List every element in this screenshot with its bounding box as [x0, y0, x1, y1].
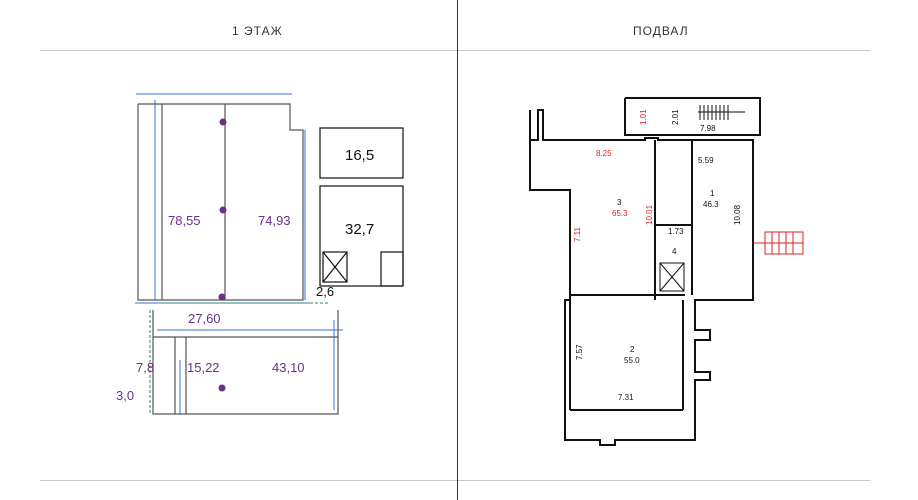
floor1-label-f: 27,60 — [188, 311, 221, 326]
basement-room4: 4 — [672, 247, 677, 256]
basement-room3: 3 — [617, 198, 622, 207]
basement-dim-1001: 10.01 — [645, 204, 654, 225]
basement-dim-559: 5.59 — [698, 156, 714, 165]
floor1-label-j: 3,0 — [116, 388, 134, 403]
top-rule — [40, 50, 870, 51]
floor1-label-a: 78,55 — [168, 213, 201, 228]
floor1-marker-3 — [218, 293, 226, 301]
floor1-label-i: 43,10 — [272, 360, 305, 375]
floor1-label-g: 7,8 — [136, 360, 154, 375]
floor1-label-h: 15,22 — [187, 360, 220, 375]
floor1-heading: 1 ЭТАЖ — [232, 24, 283, 38]
basement-room2: 2 — [630, 345, 635, 354]
floor1-label-b: 74,93 — [258, 213, 291, 228]
floor1-label-e: 2,6 — [316, 284, 334, 299]
basement-dim-1008: 10.08 — [733, 204, 742, 225]
center-divider — [457, 0, 458, 500]
floor1-marker-2 — [219, 206, 227, 214]
basement-room1: 1 — [710, 189, 715, 198]
basement-dim-top-small: 1.01 — [639, 109, 648, 125]
basement-dim-173: 1.73 — [668, 227, 684, 236]
floor1-label-d: 32,7 — [345, 221, 374, 238]
floor1-marker-4 — [218, 384, 226, 392]
floor1-label-c: 16,5 — [345, 147, 374, 164]
basement-dim-731: 7.31 — [618, 393, 634, 402]
basement-dim-top-right: 7.98 — [700, 124, 716, 133]
bottom-rule — [40, 480, 870, 481]
floor1-marker-1 — [219, 118, 227, 126]
basement-room3-area: 65.3 — [612, 209, 628, 218]
basement-dim-757: 7.57 — [575, 344, 584, 360]
basement-room2-area: 55.0 — [624, 356, 640, 365]
basement-room1-area: 46.3 — [703, 200, 719, 209]
basement-dim-825: 8.25 — [596, 149, 612, 158]
basement-dim-top-small2: 2.01 — [671, 109, 680, 125]
basement-heading: ПОДВАЛ — [633, 24, 689, 38]
basement-dim-711: 7.11 — [573, 226, 582, 242]
